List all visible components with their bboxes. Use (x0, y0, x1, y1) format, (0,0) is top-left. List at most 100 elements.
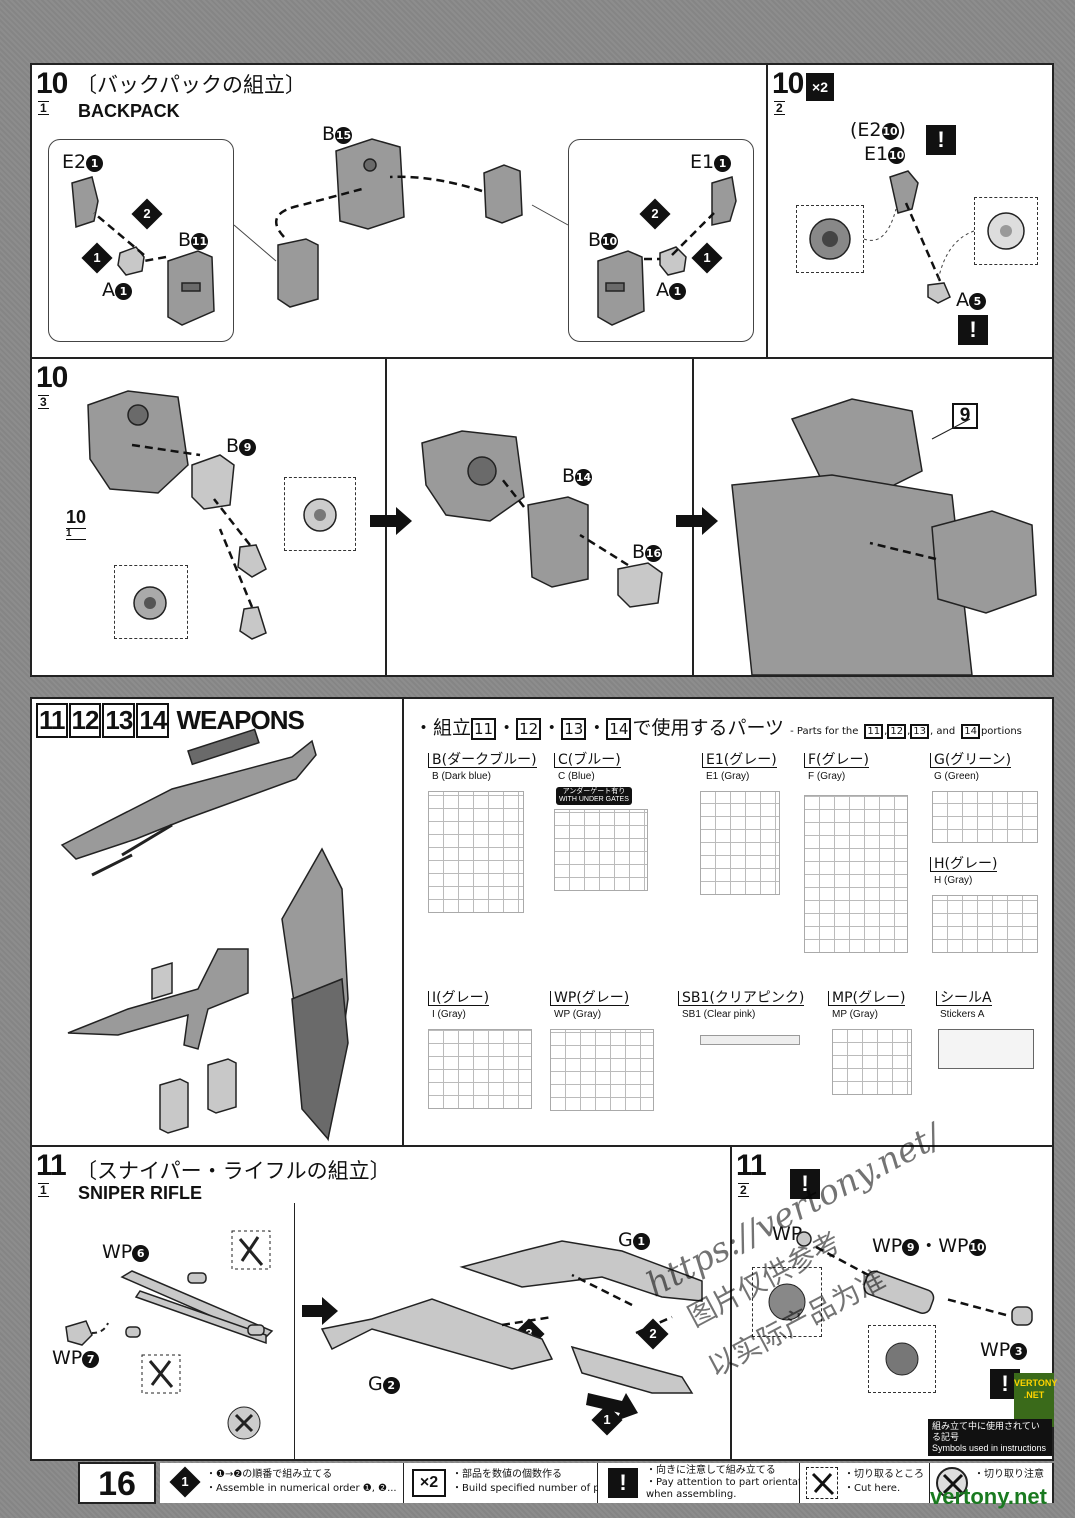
label-b15: B15 (322, 123, 353, 145)
step-number: 10 (772, 67, 804, 100)
substep-number: 2 (738, 1183, 749, 1197)
multiplier-icon: ×2 (412, 1469, 446, 1497)
sticker-a-sub: Stickers A (940, 1009, 985, 1020)
weapons-illustration (60, 728, 349, 1142)
runner-e1-title: E1(グレー) (702, 753, 777, 768)
label-e2-10: (E210) (850, 119, 906, 141)
runner-e1-sub: E1 (Gray) (706, 771, 750, 782)
runner-b-sub: B (Dark blue) (432, 771, 491, 782)
runner-g-title: G(グリーン) (930, 753, 1012, 768)
ref-step-num: 10 (66, 507, 87, 527)
runner-c-sub: C (Blue) (558, 771, 595, 782)
substep-number: 2 (774, 101, 785, 115)
runner-i-sub: I (Gray) (432, 1009, 466, 1020)
sniper-rifle-illustration (65, 1230, 703, 1440)
runner-mp-sub: MP (Gray) (832, 1009, 878, 1020)
vertony-badge: VERTONY.NET (1014, 1373, 1057, 1427)
step-number: 11 (736, 1149, 767, 1182)
step-title-en: SNIPER RIFLE (78, 1183, 203, 1203)
legend-multiple: ×2 ・部品を数値の個数作る ・Build specified number o… (404, 1463, 622, 1503)
orientation-warning-icon: ! (926, 125, 956, 155)
ref-step-sub: 1 (66, 528, 87, 540)
runner-f-sub: F (Gray) (808, 771, 846, 782)
step-box-14: 14 (136, 703, 170, 738)
step-box-12: 12 (68, 703, 102, 738)
watermark-bottom: vertony.net (930, 1484, 1047, 1509)
runner-sb1-title: SB1(クリアピンク) (678, 991, 805, 1006)
label-wp-top: WP (772, 1223, 803, 1245)
runner-h-sub: H (Gray) (934, 875, 973, 886)
warning-icon: ! (608, 1468, 638, 1498)
label-b16: B16 (632, 541, 663, 563)
runner-b-title: B(ダークブルー) (428, 753, 537, 768)
weapons-title-text: WEAPONS (176, 705, 305, 735)
runner-h-title: H(グレー) (930, 857, 998, 872)
scope-illustration (768, 1231, 1033, 1376)
page-number: 16 (78, 1462, 156, 1504)
ref-part-9: 9 (952, 403, 978, 429)
step-number: 10 (36, 67, 68, 100)
multiplier-badge: ×2 (806, 73, 834, 101)
runner-mp (832, 1029, 912, 1095)
orientation-warning-icon: ! (958, 315, 988, 345)
legend-cut-here: ・切り取るところ ・Cut here. (800, 1463, 930, 1503)
runner-i-title: I(グレー) (428, 991, 490, 1006)
runner-f (804, 795, 908, 953)
step-title-jp: 〔スナイパー・ライフルの組立〕 (76, 1159, 391, 1183)
substep-number: 1 (38, 101, 49, 115)
nozzle-illustration (809, 170, 1025, 304)
step-number: 10 (36, 361, 68, 394)
substep-number: 1 (38, 1183, 49, 1197)
ref-step-10-1: 10 1 (66, 507, 87, 540)
runner-h (932, 895, 1038, 953)
step-box-13: 13 (102, 703, 136, 738)
order-1-icon: 1 (169, 1466, 201, 1498)
backpack-assembly-illustration (87, 390, 1037, 676)
label-e1-10: E110 (864, 143, 906, 165)
label-b11: B11 (178, 229, 209, 251)
runner-sb1 (700, 1035, 800, 1045)
sticker-a-title: シールA (936, 991, 992, 1006)
legend-numerical-order: 1 ・❶→❷の順番で組み立てる ・Assemble in numerical o… (160, 1463, 404, 1503)
step-box-11: 11 (36, 703, 68, 738)
legend-cut-caution: ・切り取り注意 (930, 1463, 1054, 1503)
sticker-sheet (938, 1029, 1034, 1069)
runner-sb1-sub: SB1 (Clear pink) (682, 1009, 756, 1020)
label-b14: B14 (562, 465, 593, 487)
runner-i (428, 1029, 532, 1109)
step-title-jp: 〔バックパックの組立〕 (76, 73, 306, 97)
substep-number: 3 (38, 395, 49, 409)
divider (294, 1203, 295, 1459)
runner-wp-sub: WP (Gray) (554, 1009, 602, 1020)
label-b10: B10 (588, 229, 619, 251)
runner-g (932, 791, 1038, 843)
runner-b (428, 791, 524, 913)
cut-icon (806, 1467, 838, 1499)
runner-wp-title: WP(グレー) (550, 991, 630, 1006)
runner-e1 (700, 791, 780, 895)
runner-g-sub: G (Green) (934, 771, 980, 782)
step-number: 11 (36, 1149, 67, 1182)
step-title-en: BACKPACK (78, 101, 180, 121)
runner-mp-title: MP(グレー) (828, 991, 906, 1006)
legend-orientation: ! ・向きに注意して組み立てる ・Pay attention to part o… (598, 1463, 817, 1503)
